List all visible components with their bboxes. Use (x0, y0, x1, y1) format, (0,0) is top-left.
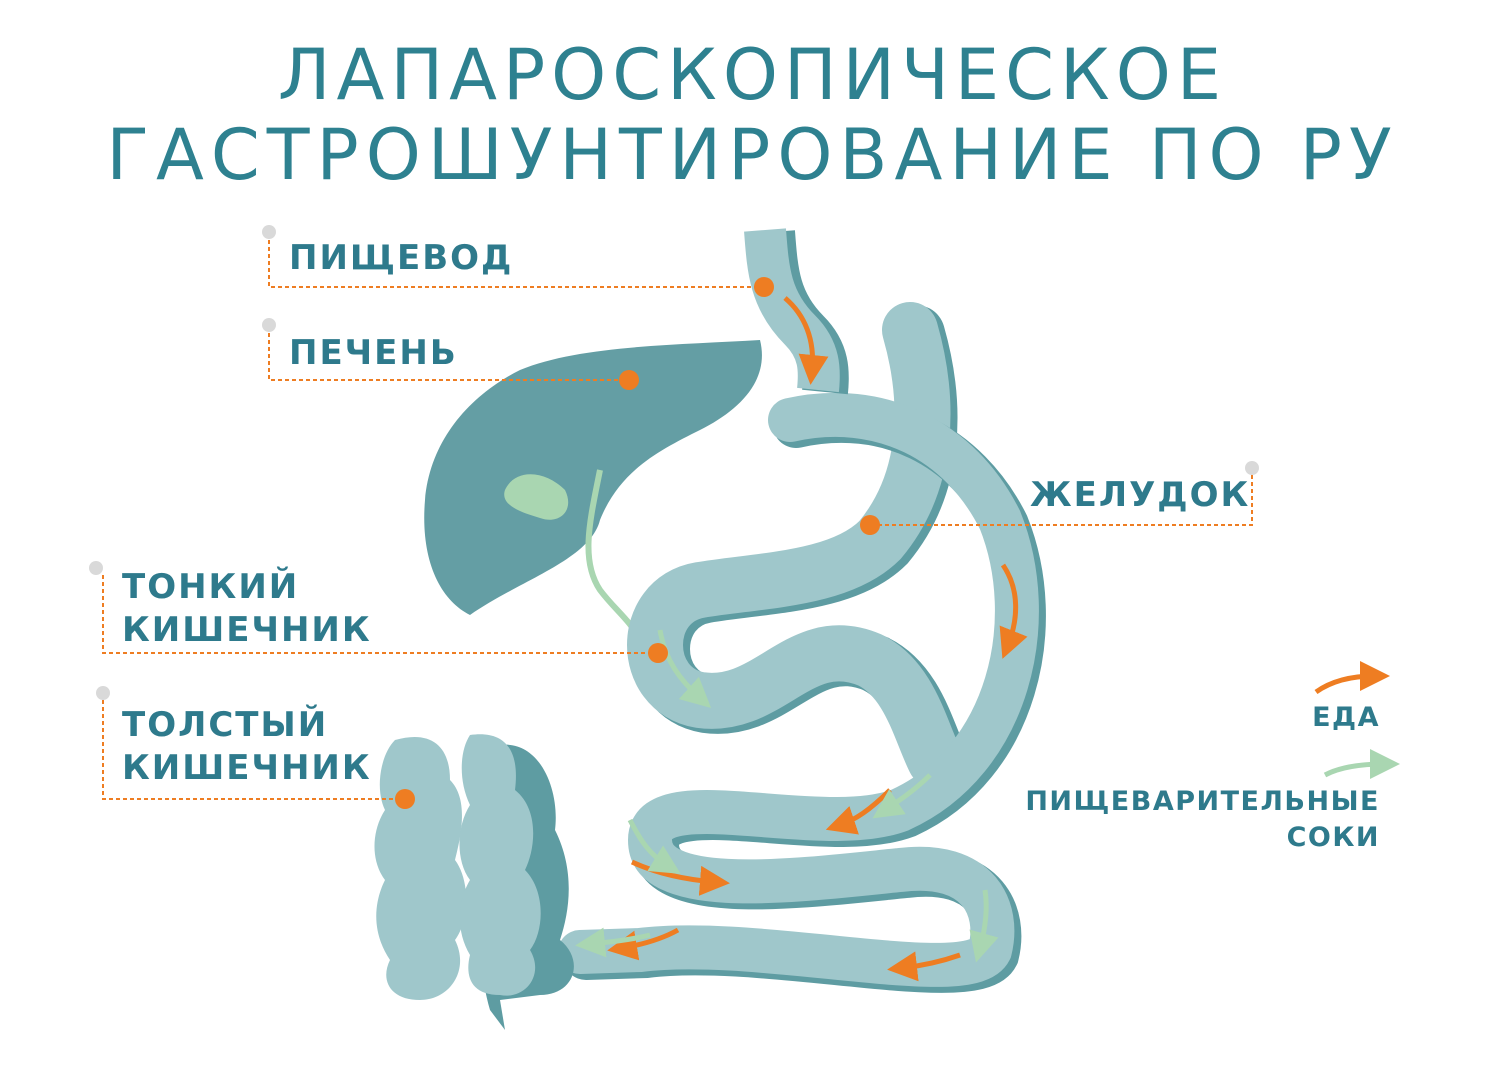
label-liver: ПЕЧЕНЬ (289, 333, 458, 373)
juices-legend-arrow (1323, 749, 1400, 780)
legend-food: ЕДА (1312, 702, 1380, 733)
legend-juices-line2: СОКИ (1286, 822, 1380, 853)
large-intestine (374, 734, 574, 1030)
liver (424, 340, 762, 615)
food-legend-arrow (1314, 661, 1390, 695)
juice-arrows (575, 629, 999, 963)
label-large-intestine: ТОЛСТЫЙ КИШЕЧНИК (122, 704, 372, 790)
title-line-1: ЛАПАРОСКОПИЧЕСКОЕ (277, 34, 1228, 116)
label-esophagus: ПИЩЕВОД (289, 238, 514, 278)
label-large-intestine-line2: КИШЕЧНИК (122, 748, 372, 788)
label-small-intestine-line1: ТОНКИЙ (122, 567, 300, 607)
label-large-intestine-line1: ТОЛСТЫЙ (122, 705, 329, 745)
legend-juices: ПИЩЕВАРИТЕЛЬНЫЕ СОКИ (1025, 784, 1380, 856)
label-small-intestine: ТОНКИЙ КИШЕЧНИК (122, 566, 372, 652)
leader-lines (102, 240, 1253, 800)
bile-duct (585, 469, 643, 642)
gallbladder (504, 474, 569, 520)
marker-dots (395, 277, 880, 809)
title-line-2: ГАСТРОШУНТИРОВАНИЕ ПО РУ (106, 114, 1399, 196)
label-stomach: ЖЕЛУДОК (1030, 475, 1251, 515)
pin-dots (89, 225, 1259, 700)
label-small-intestine-line2: КИШЕЧНИК (122, 610, 372, 650)
legend-juices-line1: ПИЩЕВАРИТЕЛЬНЫЕ (1025, 786, 1380, 817)
